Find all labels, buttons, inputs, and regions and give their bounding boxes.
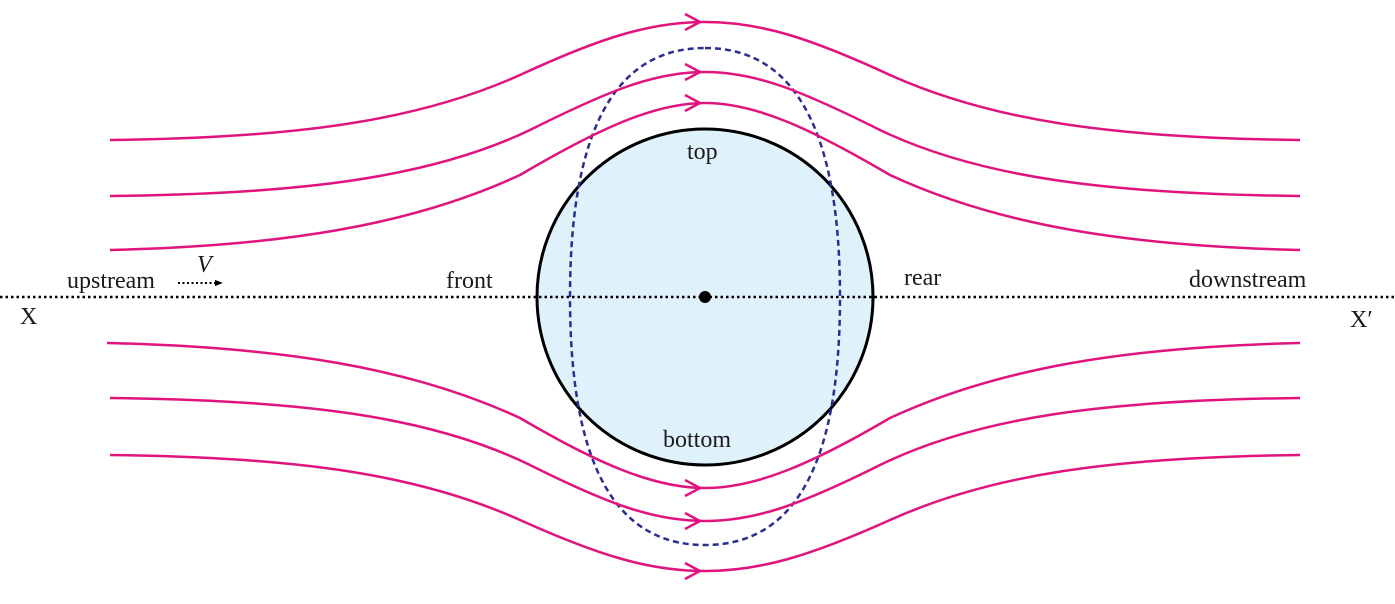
streamline-arrowhead: [684, 93, 703, 113]
streamline-arrowhead: [684, 511, 703, 531]
label-axis-end: X′: [1350, 307, 1373, 333]
streamline-arrowhead: [684, 12, 703, 32]
streamline-upper-3: [109, 101, 1301, 252]
label-velocity: V: [197, 252, 214, 278]
center-dot: [699, 291, 711, 303]
streamline-lower-3: [109, 453, 1301, 573]
label-bottom: bottom: [663, 427, 731, 453]
streamline-upper-1: [109, 20, 1301, 142]
label-axis-start: X: [20, 304, 37, 330]
streamline-lower-2: [109, 396, 1301, 523]
label-front: front: [446, 268, 493, 294]
streamline-upper-2: [109, 70, 1301, 198]
label-upstream: upstream: [67, 268, 155, 294]
streamline-arrowhead: [684, 561, 703, 581]
dashed-boundary: [568, 46, 842, 547]
streamline-arrowhead: [684, 62, 703, 82]
streamline-arrowhead: [684, 478, 703, 498]
label-top: top: [687, 139, 718, 165]
streamline-lower-1: [106, 341, 1301, 490]
label-downstream: downstream: [1189, 267, 1307, 293]
label-rear: rear: [904, 265, 941, 291]
